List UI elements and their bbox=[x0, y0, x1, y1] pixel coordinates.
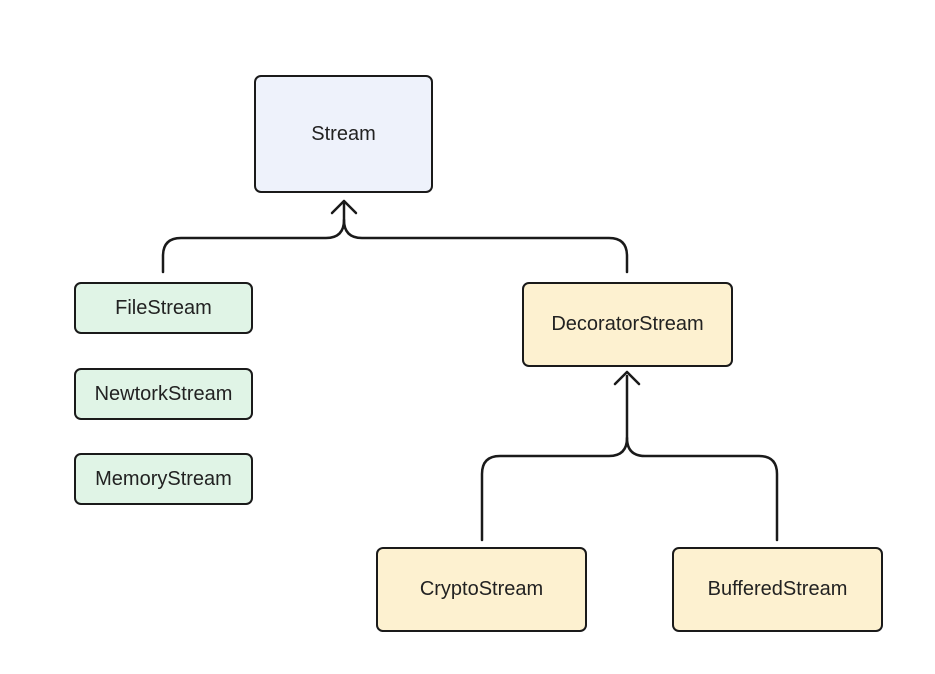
node-networkstream[interactable]: NewtorkStream bbox=[74, 368, 253, 420]
node-memorystream[interactable]: MemoryStream bbox=[74, 453, 253, 505]
node-bufferedstream[interactable]: BufferedStream bbox=[672, 547, 883, 632]
stream-arrowhead bbox=[330, 199, 358, 215]
node-filestream[interactable]: FileStream bbox=[74, 282, 253, 334]
connector-bufferedstream-to-decoratorstream bbox=[625, 436, 779, 542]
connector-filestream-to-stream bbox=[161, 202, 346, 274]
decoratorstream-arrowhead bbox=[613, 370, 641, 386]
connector-cryptostream-to-decoratorstream bbox=[480, 374, 629, 542]
node-stream[interactable]: Stream bbox=[254, 75, 433, 193]
node-decoratorstream[interactable]: DecoratorStream bbox=[522, 282, 733, 367]
connector-decoratorstream-to-stream bbox=[342, 218, 629, 274]
node-cryptostream[interactable]: CryptoStream bbox=[376, 547, 587, 632]
